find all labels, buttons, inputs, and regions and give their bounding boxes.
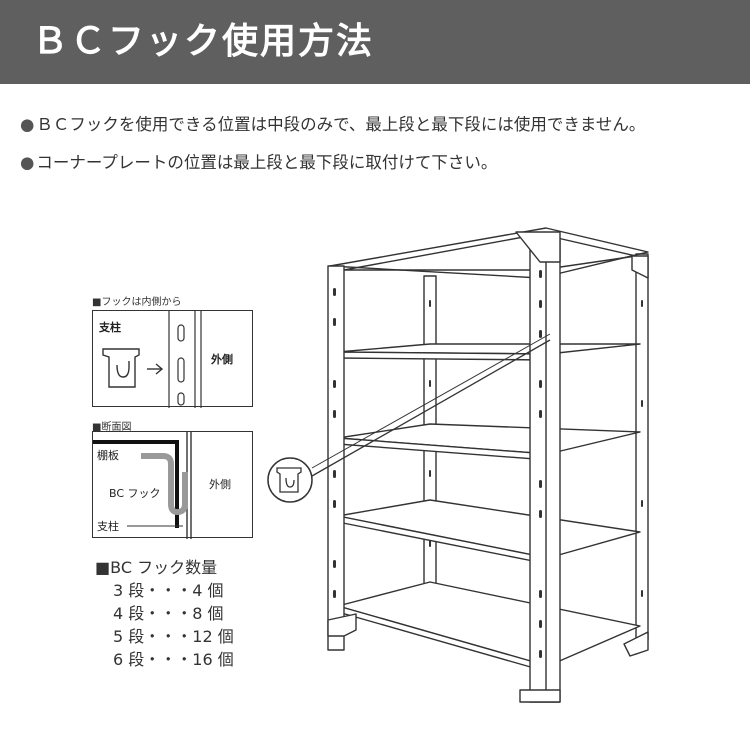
hook-quantity-list: ■BC フック数量 3 段・・・4 個 4 段・・・8 個 5 段・・・12 個… xyxy=(95,556,234,671)
outside-label: 外側 xyxy=(209,478,231,491)
bullet-icon: ● xyxy=(20,153,35,172)
quantity-row: 4 段・・・8 個 xyxy=(113,604,224,623)
note-text: コーナープレートの位置は最上段と最下段に取付けて下さい。 xyxy=(36,153,498,172)
shelf-board-label: 棚板 xyxy=(97,449,119,462)
pillar-label: 支柱 xyxy=(99,321,121,334)
quantity-row: 3 段・・・4 個 xyxy=(113,581,224,600)
page-title: ＢＣフック使用方法 xyxy=(32,21,375,62)
hook-inside-diagram: 支柱 外側 xyxy=(92,310,253,408)
quantity-title: ■BC フック数量 xyxy=(95,558,218,577)
section-panel-caption: ■断面図 xyxy=(92,422,132,433)
quantity-row: 5 段・・・12 個 xyxy=(113,627,234,646)
outside-label: 外側 xyxy=(211,353,233,366)
bc-hook-label: BC フック xyxy=(109,487,161,500)
title-banner: ＢＣフック使用方法 xyxy=(0,0,750,84)
note-hook-position: ●ＢＣフックを使用できる位置は中段のみで、最上段と最下段には使用できません。 xyxy=(20,113,645,137)
quantity-row: 6 段・・・16 個 xyxy=(113,650,234,669)
pillar-label: 支柱 xyxy=(97,520,119,533)
bullet-icon: ● xyxy=(20,115,35,134)
note-corner-plate: ●コーナープレートの位置は最上段と最下段に取付けて下さい。 xyxy=(20,151,497,175)
cross-section-illustration xyxy=(93,432,192,539)
hook-inside-illustration xyxy=(102,311,202,408)
note-text: ＢＣフックを使用できる位置は中段のみで、最上段と最下段には使用できません。 xyxy=(36,115,646,134)
cross-section-diagram: 棚板 BC フック 支柱 外側 xyxy=(92,431,253,539)
inside-panel-caption: ■フックは内側から xyxy=(92,297,182,308)
